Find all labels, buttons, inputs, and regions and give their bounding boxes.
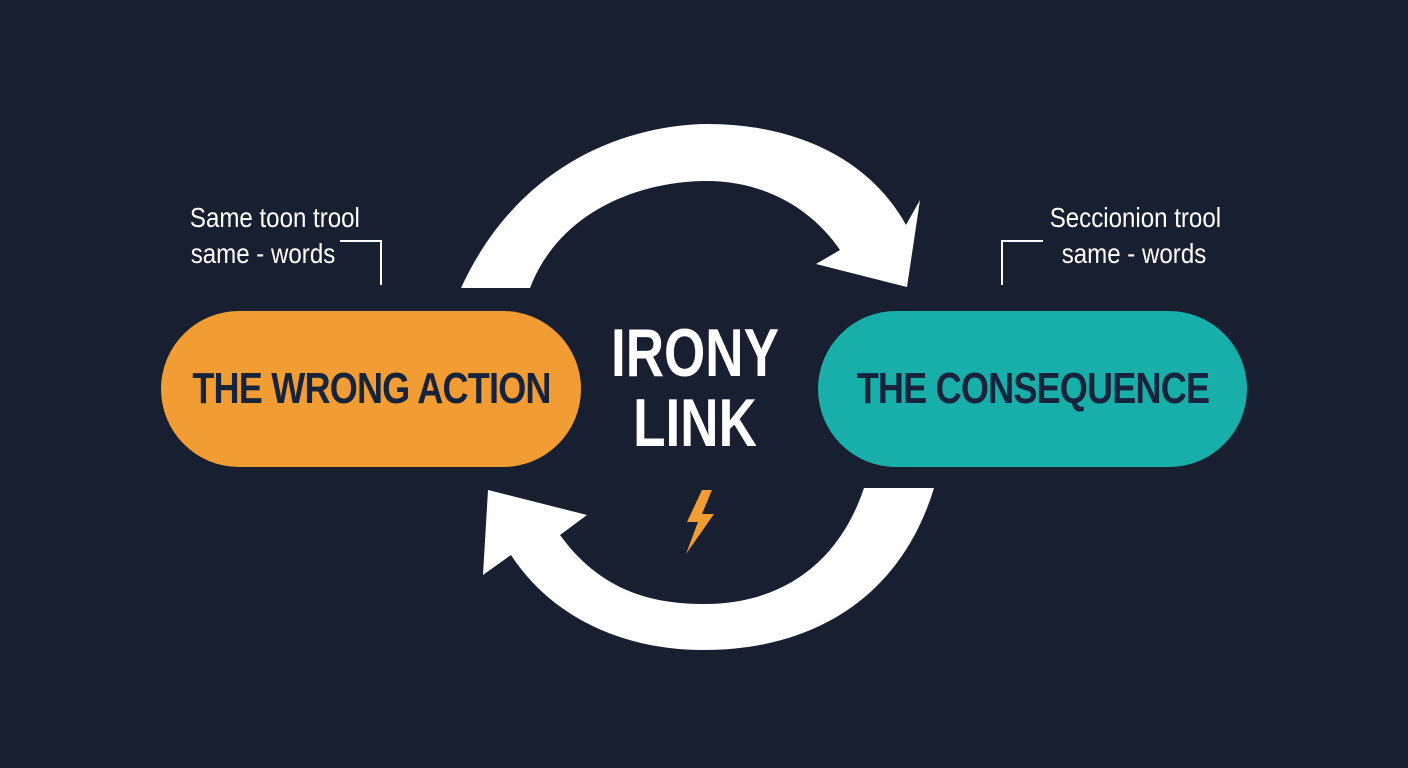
left-note-line2: same - words xyxy=(190,238,336,269)
consequence-node: THE CONSEQUENCE xyxy=(818,311,1247,467)
left-note: Same toon trool same - words xyxy=(189,200,360,272)
left-note-bracket xyxy=(340,240,382,285)
left-note-line1: Same toon trool xyxy=(189,202,360,233)
right-note-line2: same - words xyxy=(1061,238,1207,269)
lightning-bolt-icon xyxy=(686,490,714,554)
irony-link-line2: LINK xyxy=(633,385,757,461)
wrong-action-label: THE WRONG ACTION xyxy=(191,364,551,413)
irony-link-title: IRONY LINK xyxy=(593,318,797,458)
wrong-action-node: THE WRONG ACTION xyxy=(161,311,581,467)
right-note-bracket xyxy=(1001,240,1043,285)
irony-link-line1: IRONY xyxy=(611,315,779,391)
top-cycle-arrow xyxy=(461,123,920,288)
right-note-line1: Seccionion trool xyxy=(1049,202,1222,233)
consequence-label: THE CONSEQUENCE xyxy=(856,364,1209,413)
right-note: Seccionion trool same - words xyxy=(1049,200,1222,272)
bottom-cycle-arrow xyxy=(483,488,934,650)
